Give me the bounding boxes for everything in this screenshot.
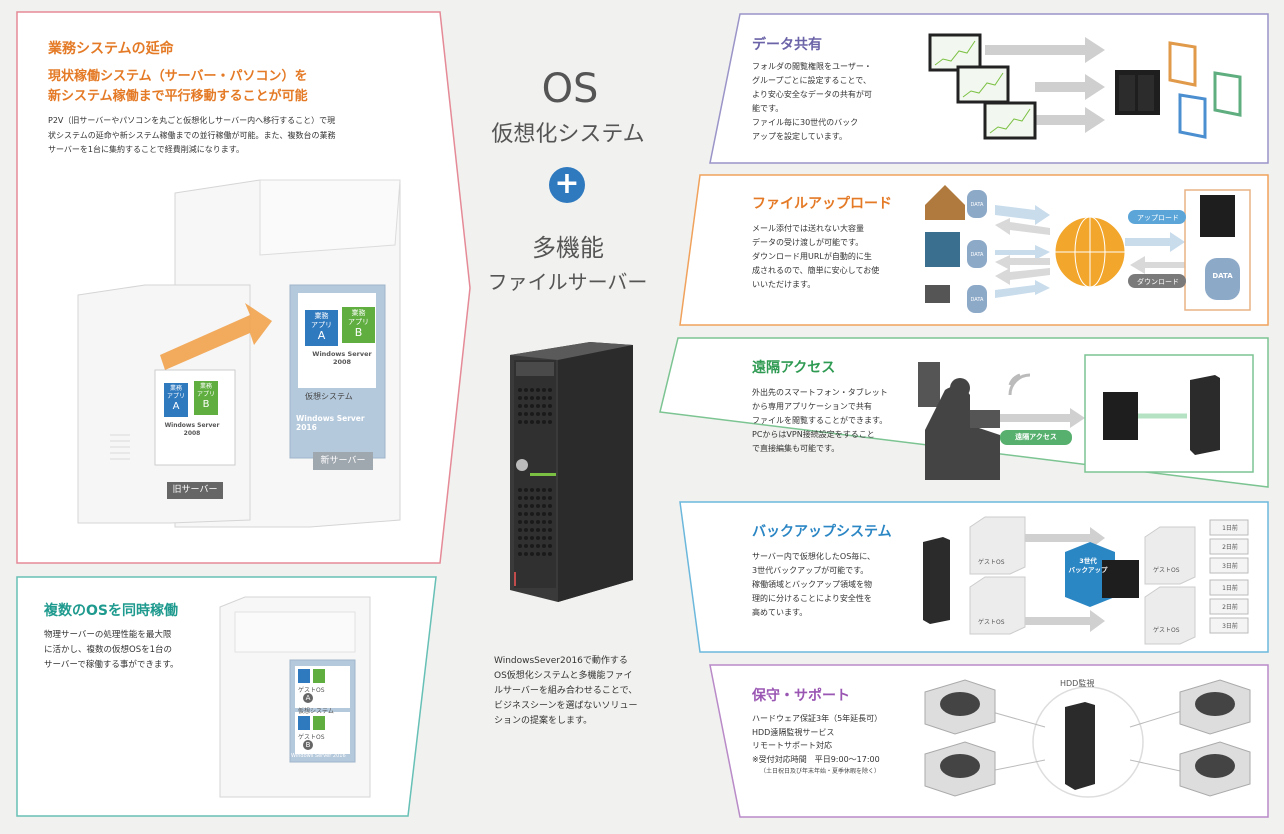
remote-label: 遠隔アクセス: [1015, 433, 1057, 441]
guest-os-b-icon-green: [313, 716, 325, 730]
os-b-badge: B: [303, 740, 313, 750]
heading-os: OS: [541, 66, 599, 112]
share-title: データ共有: [752, 37, 822, 53]
left-top-body: P2V（旧サーバーやパソコンを丸ごと仮想化しサーバー内へ移行すること）で現 状シ…: [48, 116, 336, 154]
virtual-system-label: 仮想システム: [305, 392, 353, 401]
new-server-badge: 新サーバー: [313, 452, 373, 470]
data-label-3: DATA: [970, 297, 984, 303]
app-tile-line1: 業務: [314, 312, 329, 320]
left-bottom-title: 複数のOSを同時稼働: [44, 603, 178, 619]
old-server-badge: 旧サーバー: [167, 482, 223, 499]
multi-os-server-illustration: [219, 596, 371, 798]
left-bottom-body: 物理サーバーの処理性能を最大限 に活かし、複数の仮想OSを1台の サーバーで稼働…: [44, 630, 179, 670]
app-tile-line2: アプリ: [196, 391, 215, 398]
plus-icon: +: [549, 167, 585, 203]
heading-virtual: 仮想化システム: [491, 122, 645, 147]
windows2016-small-label: Windows Server 2016: [291, 753, 346, 759]
virtual-system-label-small: 仮想システム: [298, 708, 334, 715]
backup-body: サーバー内で仮想化したOS毎に、 3世代バックアップが可能です。 稼働領域とバッ…: [752, 552, 876, 617]
backup-guest-os-1: ゲストOS: [978, 559, 1005, 566]
left-top-subtitle: 現状稼働システム（サーバー・パソコン）を 新システム稼働まで平行移動することが可…: [48, 69, 308, 104]
app-tile-line2: アプリ: [311, 321, 332, 329]
app-tile-line2: アプリ: [348, 318, 369, 326]
guest-os-b-icon-blue: [298, 716, 310, 730]
gen-1-label: 1日前: [1222, 525, 1238, 532]
app-tile-letter: A: [317, 329, 326, 342]
app-tile-letter: B: [202, 399, 210, 410]
gen-3-label: 3日前: [1222, 563, 1238, 570]
app-tile-line1: 業務: [169, 385, 182, 392]
data-label-2: DATA: [970, 252, 984, 258]
remote-body: 外出先のスマートフォン・タブレット から専用アプリケーションで共有 ファイルを閲…: [752, 388, 888, 453]
guest-os-a-icon-green: [313, 669, 325, 683]
gen-1-label-b: 1日前: [1222, 585, 1238, 592]
remote-illustration: [918, 354, 1254, 480]
support-note: （土日祝日及び年末年始・夏季休暇を除く）: [760, 768, 881, 775]
app-tile-letter: A: [172, 401, 180, 412]
app-tile-letter: B: [354, 326, 363, 339]
tower-server-icon: [510, 342, 633, 602]
windows2008-old-label: Windows Server 2008: [164, 422, 220, 437]
app-b-tile-old: 業務 アプリ B: [194, 381, 218, 415]
support-body: ハードウェア保証3年（5年延長可） HDD遠隔監視サービス リモートサポート対応…: [752, 714, 883, 764]
download-label: ダウンロード: [1137, 278, 1179, 286]
os-a-badge: A: [303, 693, 313, 703]
backup-guest-os-3: ゲストOS: [1153, 567, 1180, 574]
app-b-tile-new: 業務 アプリ B: [342, 307, 375, 343]
guest-os-label: ゲストOS: [298, 687, 325, 694]
support-title: 保守・サポート: [752, 688, 850, 704]
upload-illustration: [925, 185, 1251, 313]
backup-badge: 3世代 バックアップ: [1068, 557, 1108, 574]
upload-label: アップロード: [1137, 214, 1179, 222]
guest-os-a-icon-blue: [298, 669, 310, 683]
app-a-tile-old: 業務 アプリ A: [164, 383, 188, 417]
upload-title: ファイルアップロード: [752, 196, 892, 212]
gen-2-label: 2日前: [1222, 544, 1238, 551]
backup-title: バックアップシステム: [752, 524, 892, 540]
backup-guest-os-4: ゲストOS: [1153, 627, 1180, 634]
windows2016-label: Windows Server 2016: [296, 414, 365, 432]
upload-body: メール添付では送れない大容量 データの受け渡しが可能です。 ダウンロード用URL…: [752, 224, 880, 289]
app-a-tile-new: 業務 アプリ A: [305, 310, 338, 346]
hdd-monitor-label: HDD監視: [1060, 679, 1095, 688]
guest-os-label-b: ゲストOS: [298, 734, 325, 741]
gen-3-label-b: 3日前: [1222, 623, 1238, 630]
gen-2-label-b: 2日前: [1222, 604, 1238, 611]
heading-multi: 多機能: [532, 234, 604, 262]
support-illustration: [924, 679, 1251, 798]
app-tile-line2: アプリ: [166, 393, 185, 400]
backup-illustration: [923, 516, 1249, 645]
data-label-large: DATA: [1212, 272, 1233, 280]
heading-file: ファイルサーバー: [487, 270, 648, 294]
share-illustration: [928, 33, 1242, 140]
center-description: WindowsSever2016で動作する OS仮想化システムと多機能ファイ ル…: [494, 656, 638, 726]
backup-guest-os-2: ゲストOS: [978, 619, 1005, 626]
windows2008-new-label: Windows Server 2008: [312, 350, 372, 366]
remote-title: 遠隔アクセス: [752, 360, 836, 376]
app-tile-line1: 業務: [199, 383, 212, 390]
app-tile-line1: 業務: [351, 309, 366, 317]
share-body: フォルダの閲覧権限をユーザー・ グループごとに設定することで、 より安心安全なデ…: [752, 62, 872, 141]
left-top-title: 業務システムの延命: [48, 41, 174, 57]
data-label-1: DATA: [970, 202, 984, 208]
